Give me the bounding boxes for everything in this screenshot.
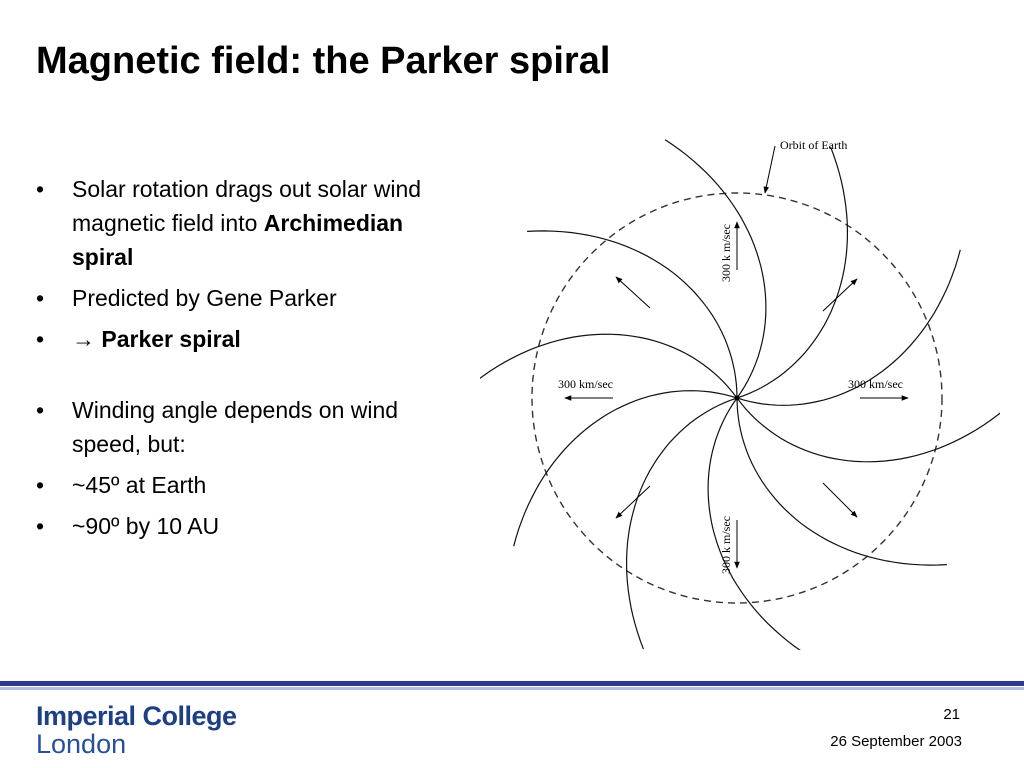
spiral-arm	[664, 139, 767, 399]
bullet-text: ~45º at Earth	[72, 472, 207, 498]
bullet-list: Solar rotation drags out solar wind magn…	[36, 172, 456, 550]
bullet-item: Winding angle depends on wind speed, but…	[36, 393, 456, 461]
footer-bar-accent	[0, 687, 1024, 690]
orbit-of-earth-label: Orbit of Earth	[780, 138, 847, 152]
page-number: 21	[943, 706, 960, 723]
spiral-arm	[736, 397, 947, 566]
flow-arrow-lower-right	[822, 482, 858, 518]
footer-bar	[0, 681, 1024, 686]
spiral-arm	[707, 397, 801, 650]
spiral-arms	[480, 139, 1000, 650]
spiral-arm	[480, 333, 738, 399]
bullet-item: → Parker spiral	[36, 322, 456, 356]
right-arrow-icon: →	[72, 326, 95, 352]
sun-center-dot	[734, 395, 740, 401]
speed-label-top: 300 k m/sec	[719, 224, 733, 282]
bullet-bold-text: Archimedian spiral	[72, 210, 404, 270]
logo-line-2: London	[36, 729, 127, 759]
speed-label-left: 300 km/sec	[558, 377, 613, 391]
imperial-college-logo: Imperial College London	[36, 702, 237, 758]
speed-label-bottom: 300 k m/sec	[719, 516, 733, 574]
logo-line-1: Imperial College	[36, 701, 237, 731]
slide-date: 26 September 2003	[830, 733, 962, 750]
spiral-arm	[626, 397, 738, 650]
flow-arrow-upper-left	[615, 276, 651, 309]
bullet-item: Predicted by Gene Parker	[36, 281, 456, 315]
bullet-text: Winding angle depends on wind speed, but…	[72, 397, 399, 457]
bullet-item: ~90º by 10 AU	[36, 509, 456, 543]
bullet-text: Predicted by Gene Parker	[72, 285, 337, 311]
spiral-arm	[736, 397, 1000, 463]
bullet-text: ~90º by 10 AU	[72, 513, 220, 539]
bullet-item: ~45º at Earth	[36, 468, 456, 502]
spiral-arm	[736, 146, 848, 399]
bullet-item: Solar rotation drags out solar wind magn…	[36, 172, 456, 274]
spiral-arm	[527, 230, 738, 399]
earth-orbit-circle	[531, 192, 943, 604]
slide-title: Magnetic field: the Parker spiral	[36, 40, 611, 82]
bullet-text: Solar rotation drags out solar wind magn…	[72, 176, 422, 236]
flow-arrow-lower-left	[615, 485, 651, 519]
spiral-arm	[513, 390, 738, 547]
parker-spiral-diagram: Orbit of Earth 300 km/sec 300 km/sec 300…	[480, 138, 1000, 650]
spiral-arm	[736, 249, 961, 406]
speed-label-right: 300 km/sec	[848, 377, 903, 391]
bullet-spacer	[36, 363, 456, 393]
flow-arrow-upper-right	[822, 278, 858, 312]
orbit-pointer-arrow	[763, 145, 776, 194]
bullet-bold-text: Parker spiral	[101, 326, 241, 352]
